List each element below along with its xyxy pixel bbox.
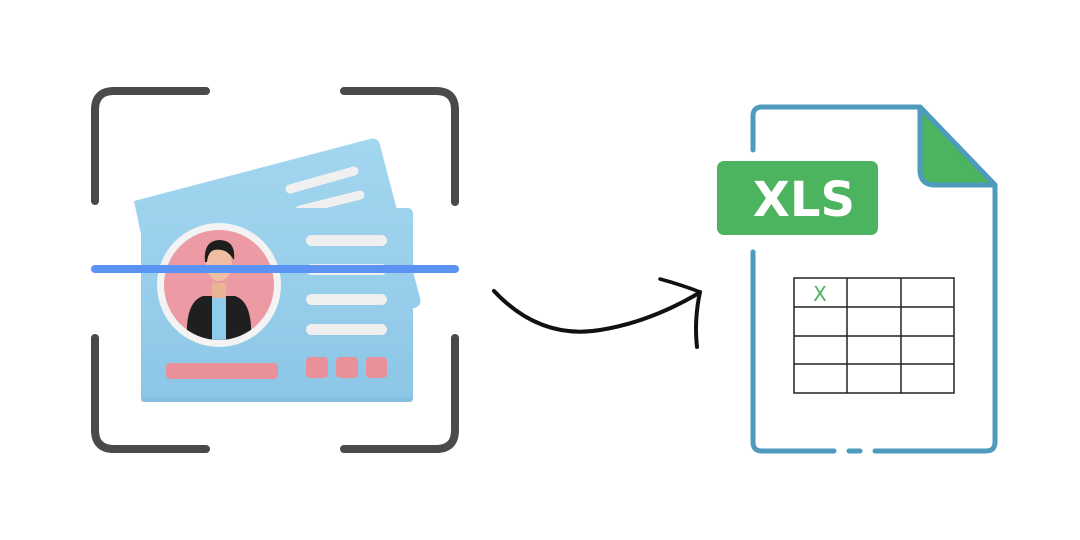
profile-photo bbox=[157, 223, 281, 347]
bracket-bottom-right bbox=[340, 334, 459, 453]
id-card-front bbox=[141, 208, 413, 402]
conversion-arrow-icon bbox=[492, 277, 702, 349]
info-line bbox=[306, 294, 387, 305]
bracket-top-left bbox=[91, 87, 210, 205]
file-fold bbox=[917, 104, 998, 188]
xls-file-icon: XLS X bbox=[717, 104, 998, 454]
card-code-squares bbox=[306, 357, 387, 378]
person-avatar-icon bbox=[186, 240, 252, 340]
back-card-line bbox=[295, 190, 365, 215]
info-line bbox=[306, 324, 387, 335]
scan-frame-brackets bbox=[91, 87, 459, 453]
back-card-line bbox=[285, 166, 359, 194]
xls-badge-label: XLS bbox=[753, 172, 855, 228]
bracket-top-right bbox=[340, 87, 459, 206]
xls-badge bbox=[717, 161, 878, 235]
spreadsheet-grid bbox=[793, 277, 955, 394]
card-name-bar bbox=[166, 363, 278, 379]
grid-cell-mark: X bbox=[813, 282, 827, 306]
info-line bbox=[306, 235, 387, 246]
bracket-bottom-left bbox=[91, 334, 210, 453]
id-card-scanner-icon bbox=[91, 87, 459, 453]
